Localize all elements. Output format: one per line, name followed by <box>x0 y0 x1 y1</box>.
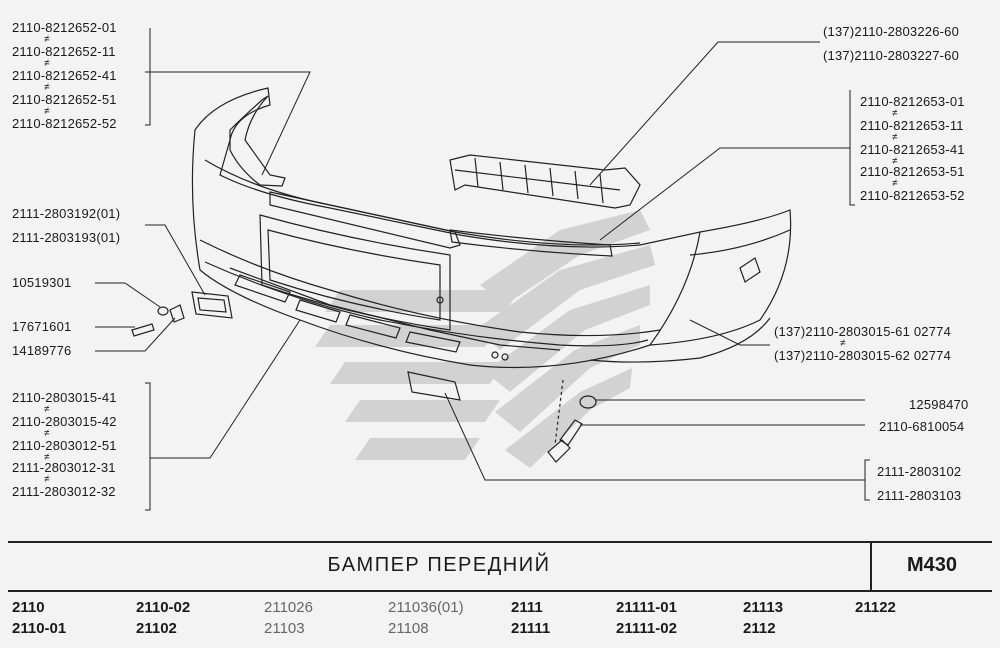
part-number: 2110-8212653-01 <box>860 94 965 109</box>
part-number: 2111-2803103 <box>877 488 962 503</box>
part-number: 2111-2803102 <box>877 464 962 479</box>
nut-left <box>169 304 185 323</box>
clip-right <box>579 395 597 409</box>
model-item: 21111 <box>511 620 551 637</box>
part-number: 2110-8212653-52 <box>860 188 965 203</box>
part-number: 2110-8212652-52 <box>12 116 117 131</box>
fog-lamp <box>191 291 233 319</box>
neq-symbol: ≠ <box>892 132 898 143</box>
model-item: 21122 <box>855 599 896 616</box>
washer-left <box>131 323 155 337</box>
neq-symbol: ≠ <box>44 58 50 69</box>
part-number: 2110-2803015-41 <box>12 390 117 405</box>
part-number: (137)2110-2803015-62 02774 <box>774 348 951 363</box>
part-number: (137)2110-2803227-60 <box>823 48 960 63</box>
title-bar: БАМПЕР ПЕРЕДНИЙ М430 <box>8 541 992 592</box>
model-item: 2110 <box>12 599 45 616</box>
part-number: (137)2110-2803015-61 02774 <box>774 324 951 339</box>
part-number: 2110-8212653-41 <box>860 142 965 157</box>
bumper-cover-outline <box>191 87 701 369</box>
part-number: 2110-8212652-41 <box>12 68 117 83</box>
neq-symbol: ≠ <box>44 34 50 45</box>
neq-symbol: ≠ <box>840 338 846 349</box>
part-number: 2111-2803192(01) <box>12 206 121 221</box>
part-number: (137)2110-2803226-60 <box>823 24 960 39</box>
part-number: 2110-2803012-51 <box>12 438 117 453</box>
part-number-bolt-left: 10519301 <box>12 275 72 290</box>
watermark-logo <box>315 210 655 468</box>
model-item: 211036(01) <box>388 599 464 616</box>
neq-symbol: ≠ <box>44 82 50 93</box>
page-title: БАМПЕР ПЕРЕДНИЙ <box>327 554 551 576</box>
tow-eye-plug <box>407 371 461 401</box>
neq-symbol: ≠ <box>44 404 50 415</box>
section-code: М430 <box>906 554 958 576</box>
model-item: 2112 <box>743 620 776 637</box>
part-number-bolt-right: 2110-6810054 <box>879 419 965 434</box>
part-number-clip-right: 12598470 <box>909 397 969 412</box>
model-item: 2110-01 <box>12 620 67 637</box>
part-number: 2110-8212653-11 <box>860 118 964 133</box>
model-item: 21111-01 <box>616 599 677 616</box>
bumper-exploded-diagram <box>95 28 870 511</box>
neq-symbol: ≠ <box>892 156 898 167</box>
part-number: 2111-2803012-32 <box>12 484 116 499</box>
model-item: 21108 <box>388 620 429 637</box>
model-item: 21102 <box>136 620 177 637</box>
neq-symbol: ≠ <box>892 178 898 189</box>
model-item: 21103 <box>264 620 305 637</box>
bolt-left <box>157 306 169 316</box>
neq-symbol: ≠ <box>44 428 50 439</box>
model-item: 2111 <box>511 599 543 616</box>
part-number: 2111-2803012-31 <box>12 460 116 475</box>
part-number: 2110-8212652-01 <box>12 20 117 35</box>
model-item: 211026 <box>264 599 313 616</box>
neq-symbol: ≠ <box>44 474 50 485</box>
part-number: 2110-8212652-11 <box>12 44 116 59</box>
part-number-nut-left: 14189776 <box>12 343 72 358</box>
model-item: 21113 <box>743 599 784 616</box>
model-item: 21111-02 <box>616 620 677 637</box>
neq-symbol: ≠ <box>44 106 50 117</box>
model-item: 2110-02 <box>136 599 191 616</box>
upper-trim-strip <box>229 95 286 187</box>
part-number-washer-left: 17671601 <box>12 319 72 334</box>
title-divider <box>870 543 872 590</box>
neq-symbol: ≠ <box>892 108 898 119</box>
part-number: 2110-8212652-51 <box>12 92 117 107</box>
part-number: 2111-2803193(01) <box>12 230 121 245</box>
energy-absorber <box>449 154 641 209</box>
part-number: 2110-2803015-42 <box>12 414 117 429</box>
neq-symbol: ≠ <box>44 452 50 463</box>
part-number: 2110-8212653-51 <box>860 164 965 179</box>
